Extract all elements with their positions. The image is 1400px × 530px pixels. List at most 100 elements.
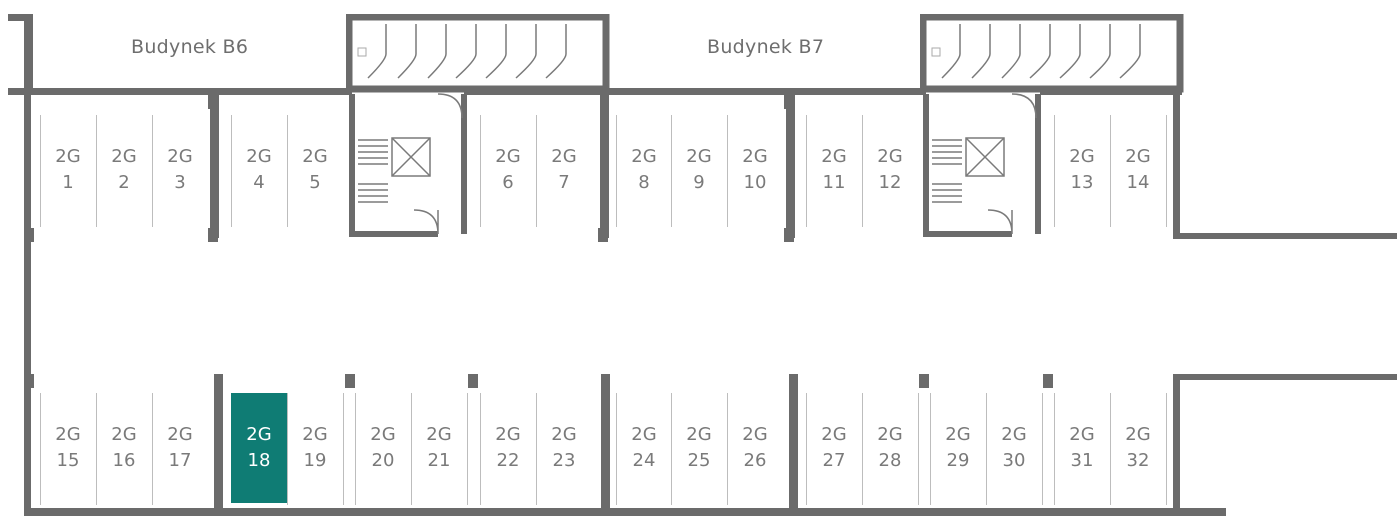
spot-number: 32	[1126, 450, 1150, 471]
spot-number: 18	[247, 450, 271, 471]
spot-prefix: 2G	[167, 146, 193, 167]
stair-core-b7	[920, 14, 1184, 237]
spot-number: 16	[112, 450, 136, 471]
spot-number: 23	[552, 450, 576, 471]
right-wall-lower	[1173, 374, 1180, 516]
post-bottom-3	[468, 374, 478, 388]
spot-prefix: 2G	[877, 424, 903, 445]
right-wall-upper	[1173, 88, 1180, 238]
spot-prefix: 2G	[302, 146, 328, 167]
post-bottom-4	[919, 374, 929, 388]
spot-number: 1	[62, 172, 74, 193]
post-top-4	[784, 228, 794, 242]
spot-prefix: 2G	[945, 424, 971, 445]
spot-prefix: 2G	[821, 424, 847, 445]
spot-prefix: 2G	[686, 146, 712, 167]
spot-number: 29	[946, 450, 970, 471]
partition-top-1	[210, 88, 219, 238]
spot-prefix: 2G	[1125, 424, 1151, 445]
post-top-2	[208, 228, 218, 242]
spot-prefix: 2G	[302, 424, 328, 445]
spot-number: 12	[878, 172, 902, 193]
spot-prefix: 2G	[1001, 424, 1027, 445]
top-wall-middle	[464, 88, 926, 95]
spot-prefix: 2G	[55, 146, 81, 167]
spot-number: 8	[638, 172, 650, 193]
bottom-wall	[24, 508, 1226, 516]
spot-number: 11	[822, 172, 846, 193]
post-top-6	[784, 95, 794, 109]
spot-prefix: 2G	[742, 424, 768, 445]
spot-number: 25	[687, 450, 711, 471]
spot-number: 31	[1070, 450, 1094, 471]
spot-number: 10	[743, 172, 767, 193]
spot-prefix: 2G	[55, 424, 81, 445]
spot-number: 7	[558, 172, 570, 193]
spot-prefix: 2G	[686, 424, 712, 445]
spot-number: 20	[371, 450, 395, 471]
spot-number: 24	[632, 450, 656, 471]
spot-prefix: 2G	[495, 424, 521, 445]
right-ramp-top	[1173, 233, 1397, 239]
building-b7-label: Budynek B7	[707, 36, 825, 58]
stair-core-b6	[346, 14, 610, 237]
spot-prefix: 2G	[246, 146, 272, 167]
spot-prefix: 2G	[495, 146, 521, 167]
spot-number: 19	[303, 450, 327, 471]
left-stub-wall	[8, 14, 26, 21]
spot-prefix: 2G	[631, 146, 657, 167]
partition-bottom-2	[601, 374, 610, 516]
spot-number: 14	[1126, 172, 1150, 193]
partition-bottom-1	[214, 374, 223, 516]
spot-number: 26	[743, 450, 767, 471]
spot-prefix: 2G	[167, 424, 193, 445]
spot-number: 4	[253, 172, 265, 193]
spot-prefix: 2G	[631, 424, 657, 445]
spot-prefix: 2G	[877, 146, 903, 167]
post-top-3	[598, 228, 608, 242]
top-wall-left	[8, 88, 352, 95]
post-bottom-1	[24, 374, 34, 388]
spot-prefix: 2G	[551, 146, 577, 167]
building-b6-label: Budynek B6	[131, 36, 249, 58]
post-top-1	[24, 228, 34, 242]
spot-prefix: 2G	[821, 146, 847, 167]
spot-number: 6	[502, 172, 514, 193]
spot-prefix: 2G	[426, 424, 452, 445]
left-upper-wall	[24, 14, 33, 94]
partition-top-2	[600, 88, 609, 238]
spot-number: 3	[174, 172, 186, 193]
